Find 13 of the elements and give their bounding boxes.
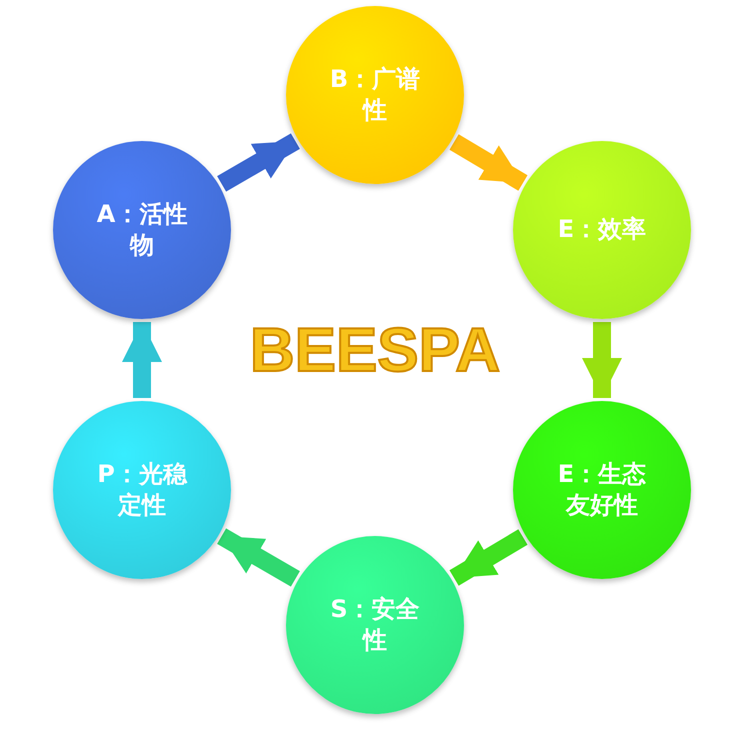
node-label: E：效率	[558, 214, 646, 246]
node-label: P：光稳定性	[96, 458, 188, 521]
arrow	[217, 133, 300, 192]
node-label: B：广谱性	[328, 64, 422, 126]
arrow	[217, 528, 300, 587]
arrow	[122, 322, 162, 398]
node-label: S：安全性	[329, 594, 421, 656]
arrow	[449, 529, 528, 586]
node-label: E：生态友好性	[556, 458, 648, 521]
node-label: A：活性物	[96, 198, 188, 261]
arrow	[449, 134, 528, 191]
diagram-title: BEESPA	[248, 315, 502, 386]
arrow	[582, 322, 622, 398]
